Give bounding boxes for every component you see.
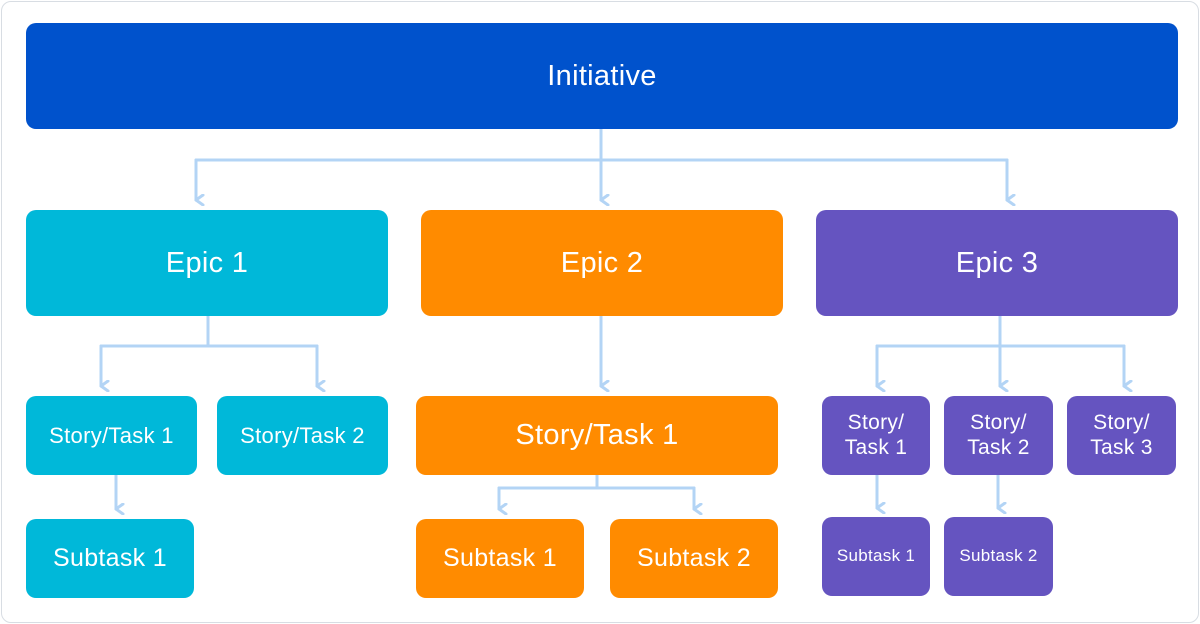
story-label: Story/ Task 2 <box>967 410 1030 459</box>
epic-label: Epic 1 <box>165 246 249 279</box>
subtask-label: Subtask 1 <box>443 543 557 572</box>
initiative-label: Initiative <box>547 59 657 92</box>
epic1-to-stories-connector <box>99 314 317 386</box>
epic-node-1: Epic 1 <box>26 210 388 316</box>
epic-node-2: Epic 2 <box>421 210 783 316</box>
epic1-subtask-node-1: Subtask 1 <box>26 519 194 598</box>
epic-label: Epic 2 <box>560 246 644 279</box>
epic1-story-node-1: Story/Task 1 <box>26 396 197 475</box>
epic2-subtask-node-1: Subtask 1 <box>416 519 584 598</box>
epic-label: Epic 3 <box>955 246 1039 279</box>
subtask-label: Subtask 2 <box>959 546 1038 566</box>
initiative-node: Initiative <box>26 23 1178 129</box>
story-label: Story/ Task 3 <box>1090 410 1153 459</box>
epic2-story-node-1: Story/Task 1 <box>416 396 778 475</box>
epic3-story-node-1: Story/ Task 1 <box>822 396 930 475</box>
epic-node-3: Epic 3 <box>816 210 1178 316</box>
subtask-label: Subtask 1 <box>53 543 167 572</box>
epic3-subtask-node-1: Subtask 1 <box>822 517 930 596</box>
epic3-stories-to-subtasks-connector <box>875 473 998 508</box>
subtask-label: Subtask 2 <box>637 543 751 572</box>
epic2-story-to-subtasks-connector <box>497 473 694 509</box>
story-label: Story/Task 1 <box>515 419 679 452</box>
subtask-label: Subtask 1 <box>836 546 916 566</box>
initiative-to-epics-connector <box>194 127 1007 200</box>
epic3-subtask-node-2: Subtask 2 <box>944 517 1053 596</box>
epic3-to-stories-connector <box>875 314 1124 386</box>
epic2-subtask-node-2: Subtask 2 <box>610 519 778 598</box>
epic1-story-node-2: Story/Task 2 <box>217 396 388 475</box>
story-label: Story/Task 2 <box>240 422 365 448</box>
epic3-story-node-2: Story/ Task 2 <box>944 396 1053 475</box>
epic3-story-node-3: Story/ Task 3 <box>1067 396 1176 475</box>
story-label: Story/Task 1 <box>49 422 174 448</box>
story-label: Story/ Task 1 <box>844 410 908 459</box>
